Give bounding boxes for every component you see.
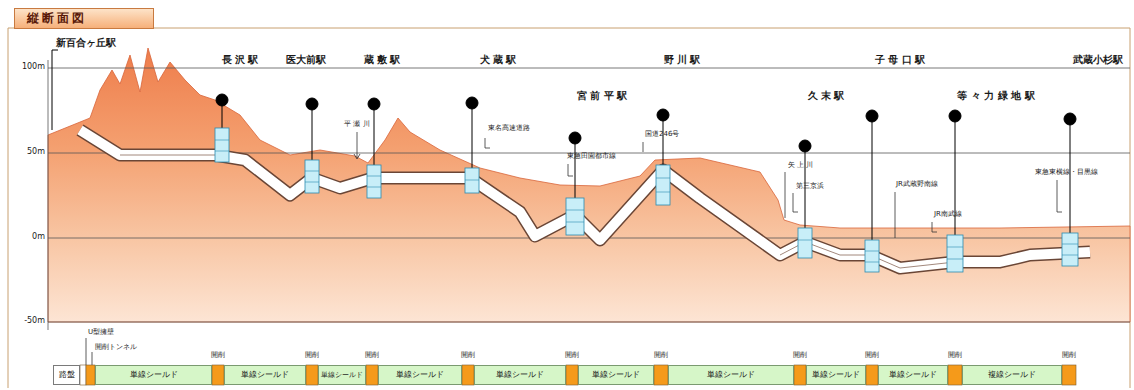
station-name: 宮 前 平 駅 [577, 90, 627, 102]
shield-segment: 単線シールド [95, 365, 212, 385]
shield-segment: 単線シールド [224, 365, 306, 385]
roadbed-segment: 路盤 [53, 365, 80, 385]
method-label: 開削 [865, 351, 879, 359]
method-label: 開削 [565, 351, 579, 359]
method-label: 開削 [948, 351, 962, 359]
elevation-label: 0m [32, 232, 45, 241]
shield-segment: 単線シールド [878, 365, 948, 385]
shield-segment: 複線シールド [962, 365, 1062, 385]
station-name: 等 々 力 緑 地 駅 [957, 90, 1034, 102]
title-text: 縦断面図 [27, 12, 87, 25]
method-label: 開削 [793, 351, 807, 359]
shield-segment: 単線シールド [474, 365, 566, 385]
title-box: 縦断面図 [14, 8, 154, 29]
method-label: 開削 [305, 351, 319, 359]
method-label: 開削 [1062, 351, 1076, 359]
crossing-label: 国道246号 [645, 130, 679, 138]
method-label: 開削 [365, 351, 379, 359]
station-name: 長 沢 駅 [222, 54, 259, 66]
method-label: 開削 [654, 351, 668, 359]
elevation-label: 50m [27, 147, 45, 156]
station-name: 犬 蔵 駅 [480, 54, 517, 66]
shield-segment: 単線シールド [578, 365, 654, 385]
method-label: U型擁壁 [88, 328, 114, 336]
segment-label: 単線シールド [396, 371, 444, 380]
shield-segment: 単線シールド [318, 365, 366, 385]
crossing-label: 東急東横線・目黒線 [1035, 168, 1098, 176]
station-name: 野 川 駅 [664, 54, 701, 66]
station-name: 新百合ヶ丘駅 [56, 37, 116, 49]
shield-segment: 単線シールド [378, 365, 462, 385]
station-name: 久 末 駅 [808, 90, 845, 102]
crossing-label: 東名高速道路 [488, 124, 530, 132]
crossing-label: JR南武線 [934, 210, 962, 218]
station-name: 蔵 敷 駅 [364, 54, 401, 66]
crossing-label: JR武蔵野南線 [896, 180, 938, 188]
segment-label: 単線シールド [707, 371, 755, 380]
segment-label: 単線シールド [130, 371, 178, 380]
segment-label: 単線シールド [592, 371, 640, 380]
segment-label: 複線シールド [988, 371, 1036, 380]
method-label: 開削 [461, 351, 475, 359]
crossing-label: 第三京浜 [796, 182, 824, 190]
segment-label: 単線シールド [321, 371, 363, 379]
shield-segment: 単線シールド [668, 365, 794, 385]
station-name: 武蔵小杉駅 [1073, 54, 1123, 66]
crossing-label: 平 瀬 川 [344, 120, 369, 128]
method-label: 開削 [211, 351, 225, 359]
segment-label: 単線シールド [241, 371, 289, 380]
segment-label: 単線シールド [496, 371, 544, 380]
elevation-label: -50m [24, 316, 45, 325]
segment-label: 単線シールド [889, 371, 937, 380]
station-name: 医大前駅 [286, 54, 326, 66]
segment-label: 単線シールド [812, 371, 860, 380]
station-name: 子 母 口 駅 [875, 54, 925, 66]
crossing-label: 東急田園都市線 [567, 152, 616, 160]
method-label: 開削トンネル [95, 343, 137, 351]
elevation-label: 100m [22, 62, 45, 71]
shield-segment: 単線シールド [806, 365, 866, 385]
crossing-label: 矢 上 川 [788, 161, 813, 169]
segment-label: 路盤 [59, 371, 75, 380]
